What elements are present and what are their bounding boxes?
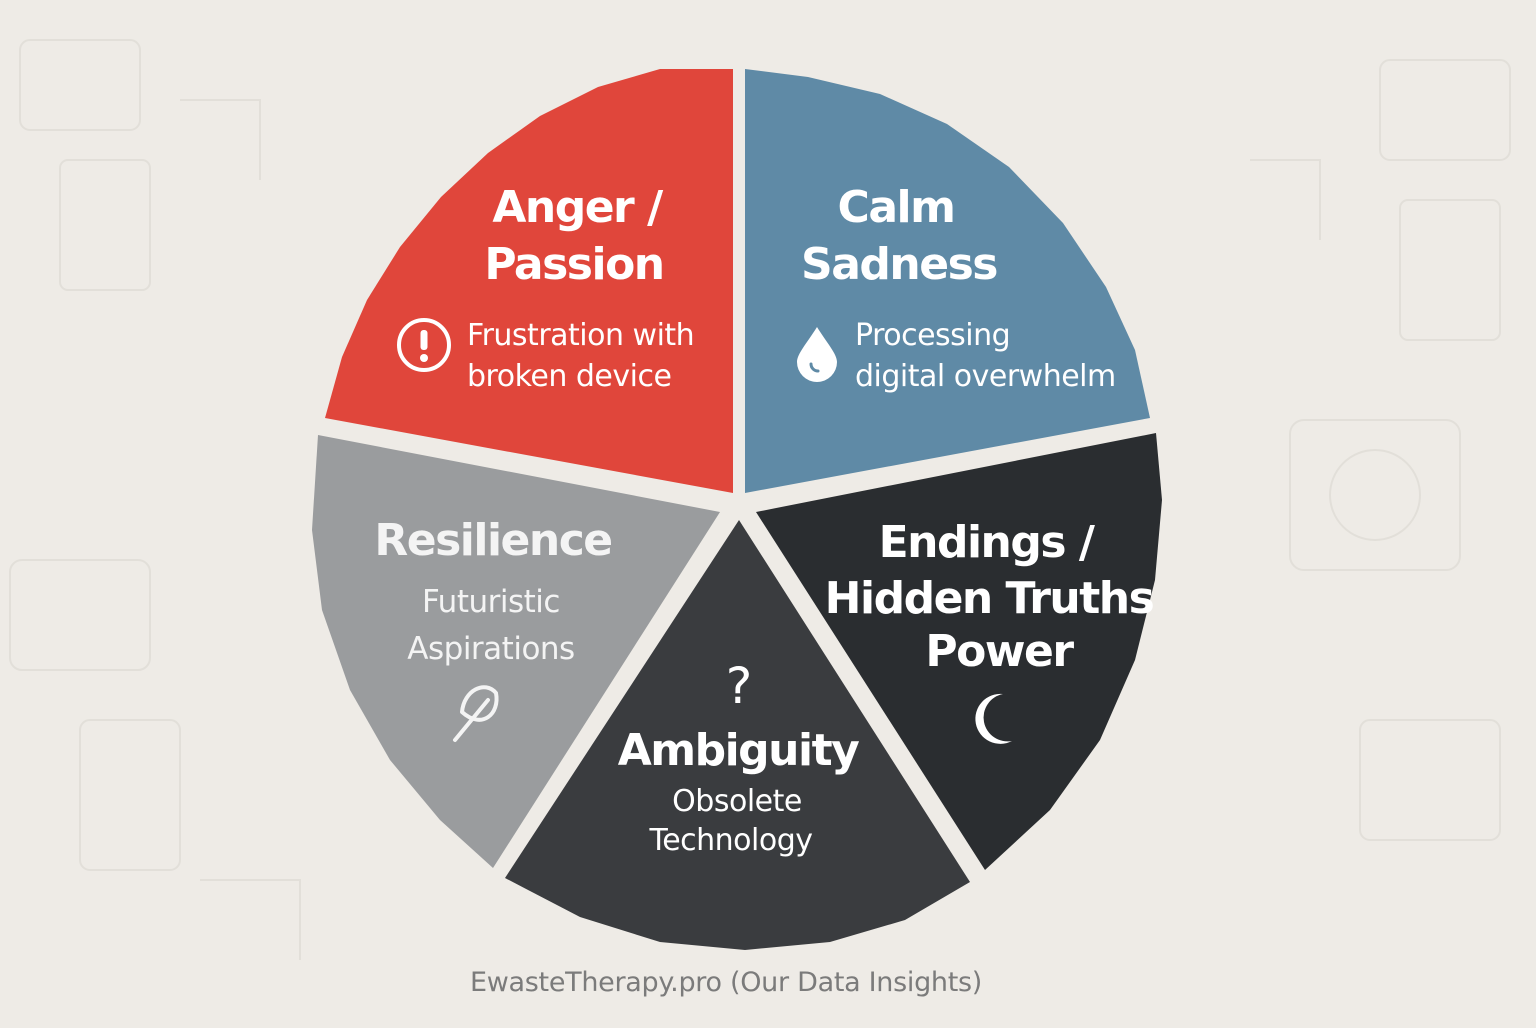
segment-anger-passion — [325, 69, 733, 493]
segment-calm-sadness — [745, 69, 1150, 493]
endings-title-line-2: Hidden Truths — [825, 573, 1154, 624]
anger-title-line-2: Passion — [484, 239, 663, 290]
leaf-icon — [453, 685, 499, 742]
ambiguity-subtitle-line-1: Obsolete — [672, 784, 802, 819]
ambiguity-title: Ambiguity — [618, 725, 859, 776]
resilience-subtitle-line-2: Aspirations — [407, 631, 574, 667]
anger-subtitle-line-2: broken device — [467, 359, 671, 394]
question-mark-icon: ? — [726, 657, 753, 715]
segment-resilience — [312, 435, 720, 868]
water-drop-icon — [797, 327, 837, 382]
calm-title-line-1: Calm — [838, 182, 955, 233]
segment-endings-hidden-truths-power — [756, 433, 1162, 870]
endings-title-line-1: Endings / — [879, 517, 1096, 568]
ambiguity-subtitle-line-2: Technology — [648, 823, 812, 858]
anger-subtitle-line-1: Frustration with — [467, 318, 694, 353]
resilience-title: Resilience — [374, 515, 611, 566]
calm-subtitle-line-2: digital overwhelm — [855, 359, 1116, 394]
segment-ambiguity — [505, 520, 970, 950]
endings-title-line-3: Power — [925, 626, 1074, 677]
footer-source: EwasteTherapy.pro (Our Data Insights) — [470, 967, 982, 998]
resilience-subtitle-line-1: Futuristic — [422, 584, 560, 620]
anger-title-line-1: Anger / — [492, 182, 664, 233]
background-pattern — [9, 39, 1511, 960]
exclamation-circle-icon — [397, 318, 451, 372]
crescent-moon-icon — [975, 693, 1012, 744]
calm-title-line-2: Sadness — [801, 239, 997, 290]
calm-subtitle-line-1: Processing — [855, 318, 1010, 353]
